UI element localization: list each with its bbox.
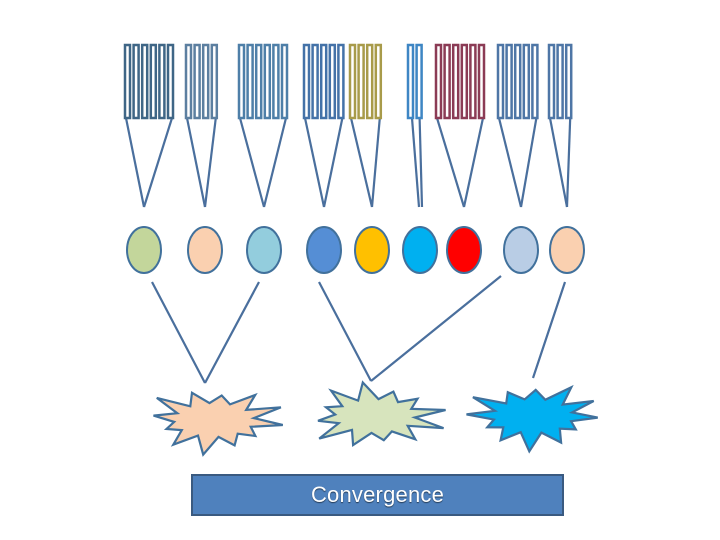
receptor-group-3 <box>237 43 289 120</box>
receptor-bar <box>263 43 272 120</box>
neuron-yellow <box>354 226 390 274</box>
receptor-bar <box>272 43 280 120</box>
connector-line <box>203 117 217 208</box>
receptor-bar <box>193 43 201 120</box>
connector-line <box>418 117 424 208</box>
neuron-red <box>446 226 482 274</box>
receptor-group-8 <box>496 43 539 120</box>
burst-cyan <box>466 384 598 454</box>
neuron-peach <box>187 226 223 274</box>
receptor-bar <box>210 43 219 120</box>
glomerulus-row <box>153 380 598 457</box>
receptor-bar <box>149 43 158 120</box>
connector-line <box>497 117 523 208</box>
receptor-bar <box>319 43 328 120</box>
connector-line <box>565 117 572 208</box>
receptor-bar <box>365 43 374 120</box>
neuron-blue <box>306 226 342 274</box>
receptor-group-5 <box>348 43 383 120</box>
receptor-bar <box>522 43 531 120</box>
receptor-bar <box>564 43 573 120</box>
connector-line <box>142 117 174 208</box>
receptor-group-9 <box>547 43 573 120</box>
receptor-bar <box>158 43 166 120</box>
receptor-group-4 <box>302 43 345 120</box>
receptor-bar <box>357 43 365 120</box>
connector-line <box>370 275 502 382</box>
receptor-bar <box>547 43 556 120</box>
connector-line <box>318 281 372 382</box>
connector-line <box>303 117 326 208</box>
receptor-bar <box>123 43 132 120</box>
receptor-bar <box>415 43 423 120</box>
connector-line <box>151 281 206 384</box>
receptor-bar <box>132 43 140 120</box>
connector-line <box>519 117 538 208</box>
neuron-cyan <box>402 226 438 274</box>
receptor-bar <box>477 43 486 120</box>
receptor-bar <box>337 43 345 120</box>
receptor-bar <box>460 43 469 120</box>
receptor-group-7 <box>434 43 486 120</box>
receptor-bar <box>237 43 246 120</box>
receptor-bar <box>166 43 175 120</box>
receptor-bar <box>374 43 383 120</box>
connector-line <box>322 117 344 208</box>
receptor-bar <box>311 43 319 120</box>
receptor-group-6 <box>406 43 423 120</box>
receptor-bar <box>451 43 460 120</box>
neuron-row <box>126 226 585 274</box>
convergence-banner: Convergence <box>191 474 564 516</box>
receptor-bar <box>556 43 564 120</box>
connector-line <box>185 117 207 208</box>
receptor-bar <box>140 43 149 120</box>
receptor-bar <box>302 43 311 120</box>
receptor-groups <box>123 43 573 120</box>
receptor-bar <box>434 43 443 120</box>
receptor-bar <box>184 43 193 120</box>
receptor-bar <box>496 43 505 120</box>
receptor-bar <box>406 43 415 120</box>
receptor-bar <box>531 43 539 120</box>
connector-line <box>124 117 146 208</box>
receptor-group-2 <box>184 43 219 120</box>
connector-line <box>410 117 421 208</box>
receptor-bar <box>505 43 513 120</box>
connector-line <box>349 117 374 208</box>
receptor-bar <box>328 43 337 120</box>
connector-line <box>370 117 381 208</box>
burst-peach <box>153 391 284 457</box>
neuron-light-blue <box>246 226 282 274</box>
burst-pale-green <box>317 380 446 447</box>
receptor-bar <box>280 43 289 120</box>
receptor-bar <box>254 43 263 120</box>
connector-line <box>238 117 266 208</box>
receptor-bar <box>443 43 451 120</box>
connector-line <box>262 117 288 208</box>
connector-lines <box>124 117 572 384</box>
connector-line <box>435 117 466 208</box>
connector-line <box>548 117 569 208</box>
connector-line <box>462 117 485 208</box>
neuron-green <box>126 226 162 274</box>
receptor-bar <box>469 43 477 120</box>
banner-label: Convergence <box>310 482 445 507</box>
connector-line <box>531 281 567 379</box>
receptor-bar <box>201 43 210 120</box>
receptor-group-1 <box>123 43 175 120</box>
receptor-bar <box>246 43 254 120</box>
neuron-pale-blue <box>503 226 539 274</box>
receptor-bar <box>348 43 357 120</box>
receptor-bar <box>513 43 522 120</box>
neuron-peach-2 <box>549 226 585 274</box>
connector-line <box>204 281 260 384</box>
